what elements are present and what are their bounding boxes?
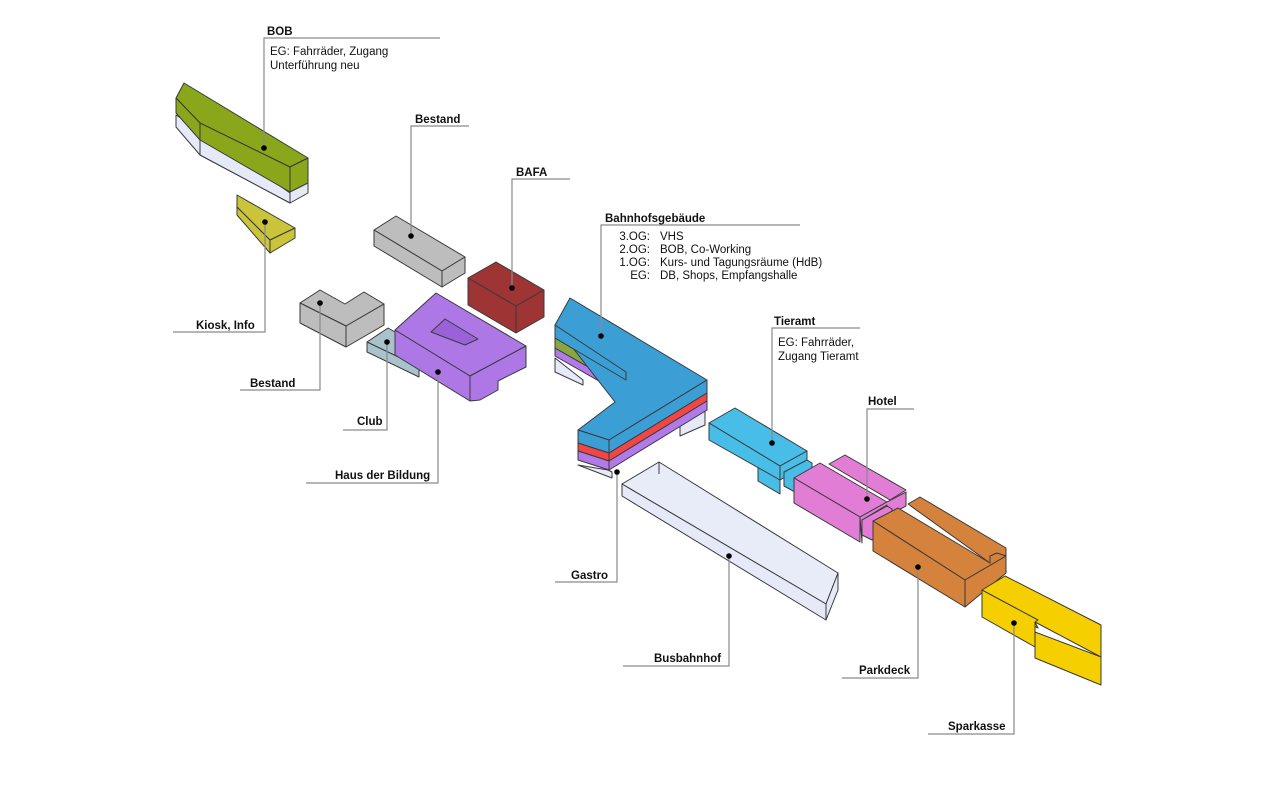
- leader-parkdeck: [842, 567, 919, 679]
- leader-hotel: [866, 408, 914, 499]
- building-bafa: [467, 261, 545, 334]
- dot-hotel: [864, 496, 870, 502]
- parkdeck-roof-back: [907, 496, 1007, 564]
- dot-parkdeck: [915, 564, 921, 570]
- dot-sparkasse: [1011, 620, 1017, 626]
- leaders: [173, 37, 1017, 735]
- floor-1og-level: 1.OG:: [619, 257, 650, 269]
- building-bestand-1: [373, 215, 466, 288]
- leader-tieramt: [771, 327, 860, 443]
- kiosk-side: [269, 227, 296, 254]
- dot-bafa: [509, 285, 515, 291]
- leader-gastro: [555, 472, 618, 583]
- building-bob: [175, 82, 309, 204]
- dot-bob: [261, 145, 267, 151]
- leader-bafa: [511, 178, 570, 288]
- desc-tieramt-1: EG: Fahrräder,: [778, 337, 854, 349]
- building-kiosk: [236, 194, 296, 254]
- leader-busbahnhof: [623, 556, 730, 667]
- floor-2og-use: BOB, Co-Working: [660, 244, 751, 256]
- label-club: Club: [357, 416, 383, 428]
- leader-bestand-1: [410, 125, 469, 236]
- label-bahnhof: Bahnhofsgebäude: [605, 213, 705, 225]
- hotel-front: [793, 477, 861, 543]
- building-bestand-2: [299, 289, 385, 348]
- desc-tieramt-2: Zugang Tieramt: [778, 351, 859, 363]
- label-hdb: Haus der Bildung: [335, 470, 430, 482]
- floor-2og-level: 2.OG:: [619, 244, 650, 256]
- desc-bob-1: EG: Fahrräder, Zugang: [270, 46, 388, 58]
- leader-kiosk: [173, 222, 266, 333]
- floor-1og-use: Kurs- und Tagungsräume (HdB): [660, 257, 822, 269]
- floor-3og-level: 3.OG:: [619, 231, 650, 243]
- hdb-courtyard: [430, 318, 479, 346]
- label-bafa: BAFA: [516, 167, 547, 179]
- leader-sparkasse: [928, 623, 1015, 735]
- parkdeck-side: [964, 555, 1007, 608]
- dot-hdb: [435, 369, 441, 375]
- label-bob: BOB: [267, 26, 293, 38]
- label-parkdeck: Parkdeck: [859, 665, 911, 677]
- dot-tieramt: [769, 440, 775, 446]
- building-bahnhofsgebaeude: [554, 297, 708, 479]
- dot-bestand-1: [408, 233, 414, 239]
- bahnhof-vhs-left: [554, 324, 627, 381]
- dot-club: [384, 339, 390, 345]
- label-tieramt: Tieramt: [774, 316, 816, 328]
- building-haus-der-bildung: [394, 292, 527, 402]
- bahnhof-eg-side: [608, 400, 708, 471]
- label-busbahnhof: Busbahnhof: [654, 653, 721, 665]
- bahnhof-eg-glass-left: [554, 357, 584, 386]
- building-parkdeck: [872, 496, 1007, 608]
- leader-hdb: [306, 372, 439, 484]
- dot-bestand-2: [317, 300, 323, 306]
- floor-eg-use: DB, Shops, Empfangshalle: [660, 270, 797, 282]
- bestand-2-side: [345, 303, 385, 348]
- label-gastro: Gastro: [571, 570, 608, 582]
- building-sparkasse: [981, 575, 1102, 686]
- dot-kiosk: [262, 219, 268, 225]
- leader-bob: [263, 37, 440, 148]
- bahnhof-eg-glass-bottom: [577, 464, 613, 479]
- bestand-1-side: [441, 256, 466, 288]
- labels: BOB EG: Fahrräder, Zugang Unterführung n…: [196, 26, 1006, 733]
- desc-bob-2: Unterführung neu: [270, 60, 360, 72]
- floor-eg-level: EG:: [630, 270, 650, 282]
- bob-side: [289, 157, 309, 193]
- label-kiosk: Kiosk, Info: [196, 320, 255, 332]
- leader-club: [343, 342, 388, 431]
- floor-3og-use: VHS: [660, 231, 684, 243]
- leader-bahnhof: [600, 224, 800, 336]
- label-hotel: Hotel: [868, 396, 897, 408]
- bafa-side: [515, 289, 545, 334]
- label-sparkasse: Sparkasse: [948, 721, 1006, 733]
- dot-gastro: [614, 469, 620, 475]
- dot-bahnhof: [598, 333, 604, 339]
- dot-busbahnhof: [726, 553, 732, 559]
- label-bestand-1: Bestand: [415, 114, 460, 126]
- leader-bestand-2: [240, 303, 321, 391]
- busbahnhof-end: [825, 572, 839, 621]
- label-bestand-2: Bestand: [250, 378, 295, 390]
- hdb-side: [469, 345, 527, 402]
- sparkasse-front-b: [1034, 631, 1102, 686]
- building-busbahnhof: [621, 461, 839, 621]
